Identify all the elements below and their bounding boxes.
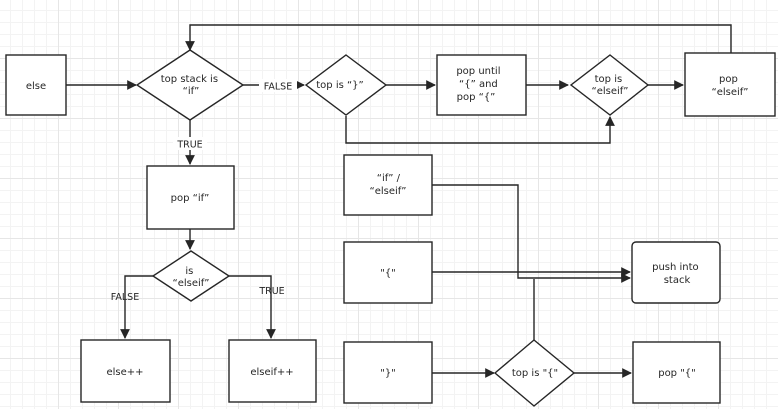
decision-is-elseif-line-1: is [185, 266, 193, 277]
true-label-1-bg [173, 137, 207, 150]
edge-is-elseif-to-else-inc [120, 275, 153, 339]
node-pop-until-line-2: “{” and [459, 79, 498, 90]
node-pop-elseif-line-1: pop [719, 74, 738, 85]
false-label-1: FALSE [264, 82, 292, 93]
node-push-into-stack-box [631, 241, 721, 304]
decision-is-elseif-line-2: “elseif” [173, 278, 210, 289]
decision-top-is-elseif-label: top is “elseif” [592, 74, 629, 97]
node-pop-until-line-1: pop until [456, 66, 500, 77]
decision-top-is-brace-label: top is “}” [316, 80, 363, 91]
node-pop-until: pop until “{” and pop “{” [436, 54, 527, 116]
node-pop-if-label: pop “if” [171, 193, 210, 204]
decision-top-stack-is-if-shape [135, 49, 245, 121]
node-close-brace-line-1: "}" [380, 368, 396, 379]
node-pop-open-brace-box [632, 341, 721, 404]
node-else-inc: else++ [80, 339, 171, 403]
node-pop-elseif-box [684, 52, 776, 117]
decision-top-is-open-brace-shape [493, 339, 576, 407]
node-pop-until-box [436, 54, 527, 116]
edge-pop-elseif-loop-to-top-if [185, 24, 732, 53]
node-close-brace-box [343, 341, 433, 404]
decision-top-is-elseif-line-2: “elseif” [592, 86, 629, 97]
node-push-into-stack: push into stack [631, 241, 721, 304]
decision-top-stack-is-if-line-1: top stack is [161, 74, 218, 85]
decision-top-is-open-brace-label: top is "{" [512, 368, 558, 379]
decision-is-elseif-label: is “elseif” [173, 266, 210, 289]
node-else-inc-label: else++ [106, 367, 143, 378]
node-pop-open-brace-label: pop "{" [658, 368, 696, 379]
node-else-inc-line-1: else++ [106, 367, 143, 378]
node-if-elseif-line-2: “elseif” [370, 186, 407, 197]
node-if-elseif-label: “if” / “elseif” [370, 173, 407, 197]
node-pop-if-line-1: pop “if” [171, 193, 210, 204]
node-open-brace-label: "{" [380, 268, 396, 279]
node-pop-elseif: pop “elseif” [684, 52, 776, 117]
decision-top-is-brace-line-1: top is “}” [316, 80, 363, 91]
node-elseif-inc-line-1: elseif++ [250, 367, 293, 378]
edge-is-elseif-to-elseif-inc [229, 275, 276, 339]
node-open-brace-line-1: "{" [380, 268, 396, 279]
node-close-brace-label: "}" [380, 368, 396, 379]
node-push-into-stack-line-1: push into [652, 262, 699, 273]
connectors [66, 24, 732, 378]
decision-top-stack-is-if: top stack is “if” [135, 49, 245, 121]
decision-top-is-brace-shape [304, 54, 388, 116]
node-elseif-inc-label: elseif++ [250, 367, 293, 378]
decision-top-is-open-brace-line-1: top is "{" [512, 368, 558, 379]
node-pop-open-brace: pop "{" [632, 341, 721, 404]
node-else-box [5, 54, 67, 116]
node-pop-open-brace-line-1: pop "{" [658, 368, 696, 379]
true-label-1: TRUE [176, 140, 202, 151]
decision-top-stack-is-if-line-2: “if” [183, 86, 200, 97]
node-if-elseif-line-1: “if” / [377, 173, 401, 184]
decision-is-elseif-shape [151, 250, 231, 302]
node-push-into-stack-line-2: stack [664, 275, 691, 286]
edge-if-elseif-to-push [432, 184, 631, 283]
node-pop-if-box [146, 165, 235, 230]
node-open-brace-box [343, 241, 433, 304]
node-pop-if: pop “if” [146, 165, 235, 230]
decision-top-stack-is-if-label: top stack is “if” [161, 74, 221, 97]
node-elseif-inc: elseif++ [228, 339, 317, 403]
node-push-into-stack-label: push into stack [652, 262, 702, 286]
decision-top-is-brace: top is “}” [304, 54, 388, 116]
true-label-2: TRUE [258, 286, 284, 297]
node-else-line-1: else [26, 81, 46, 92]
node-pop-elseif-line-2: “elseif” [712, 87, 749, 98]
node-else-inc-box [80, 339, 171, 403]
false-label-2: FALSE [111, 292, 139, 303]
node-elseif-inc-box [228, 339, 317, 403]
node-else-label: else [26, 81, 46, 92]
node-open-brace: "{" [343, 241, 433, 304]
decision-top-is-elseif-line-1: top is [595, 74, 623, 85]
edge-top-brace-bypass-to-top-elseif [345, 116, 615, 144]
node-if-elseif-box [343, 154, 433, 216]
node-pop-until-line-3: pop “{” [457, 92, 496, 103]
false-label-1-bg [259, 79, 297, 92]
node-close-brace: "}" [343, 341, 433, 404]
node-else: else [5, 54, 67, 116]
decision-top-is-elseif: top is “elseif” [569, 54, 650, 116]
node-if-elseif: “if” / “elseif” [343, 154, 433, 216]
decision-top-is-open-brace: top is "{" [493, 339, 576, 407]
node-pop-until-label: pop until “{” and pop “{” [456, 66, 503, 103]
node-pop-elseif-label: pop “elseif” [712, 74, 749, 98]
decision-top-is-elseif-shape [569, 54, 650, 116]
decision-is-elseif: is “elseif” [151, 250, 231, 302]
